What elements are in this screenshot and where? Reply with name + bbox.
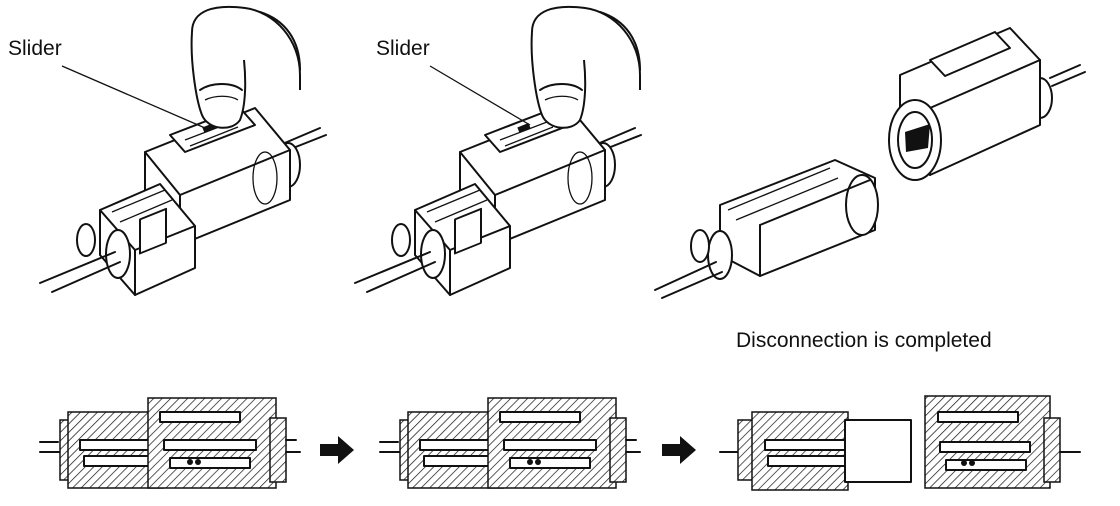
- coupled-connector-2: [354, 107, 642, 296]
- slider-leader-line-1: [61, 65, 206, 129]
- finger-icon: [190, 5, 301, 129]
- coupled-connector-1: [39, 107, 327, 296]
- finger-icon: [530, 5, 641, 129]
- cross-section-2: [379, 397, 641, 489]
- arrow-right-icon: [320, 436, 354, 464]
- slider-leader-line-2: [429, 65, 531, 126]
- female-connector-separated: [888, 27, 1086, 181]
- cross-section-1: [39, 397, 301, 489]
- slider-label: Slider: [376, 37, 430, 60]
- disconnection-completed-caption: Disconnection is completed: [736, 329, 992, 352]
- cross-section-3-separated: [719, 395, 1081, 491]
- arrow-right-icon: [662, 436, 696, 464]
- male-connector-separated: [654, 159, 879, 299]
- slider-label: Slider: [8, 37, 62, 60]
